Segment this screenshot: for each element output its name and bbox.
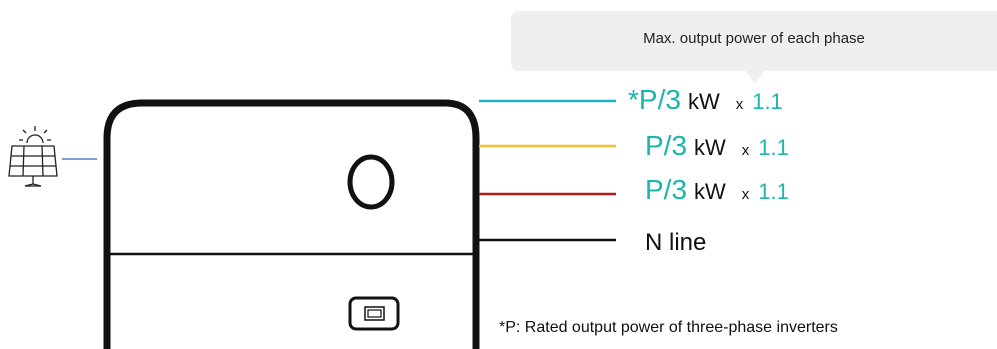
inverter-body [103,99,480,349]
phase-formula-l1: * P/3 kW x 1.1 [628,84,783,116]
tooltip-pointer [745,70,765,84]
phase-power: P/3 [645,130,688,161]
multiply-sign: x [741,186,750,203]
tooltip-text: Max. output power of each phase [643,30,865,47]
phase-unit: kW [687,89,720,114]
solar-panel-icon [8,126,58,187]
phase-factor: 1.1 [758,179,789,204]
phase-formula-l3: P/3 kW x 1.1 [645,174,789,206]
phase-unit: kW [694,179,726,204]
phase-power: P/3 [645,174,688,205]
display-icon [348,296,400,331]
tooltip-bubble [511,11,997,71]
multiply-sign: x [741,142,750,159]
phase-unit: kW [694,135,726,160]
multiply-sign: x [735,96,744,113]
phase-factor: 1.1 [758,135,789,160]
n-line-label: N line [645,229,707,256]
phase-prefix: * [628,84,639,115]
footnote: *P: Rated output power of three-phase in… [499,319,838,336]
phase-power: P/3 [638,84,681,115]
power-button-icon [347,154,395,210]
phase-formula-l2: P/3 kW x 1.1 [645,130,789,162]
phase-factor: 1.1 [752,89,783,114]
